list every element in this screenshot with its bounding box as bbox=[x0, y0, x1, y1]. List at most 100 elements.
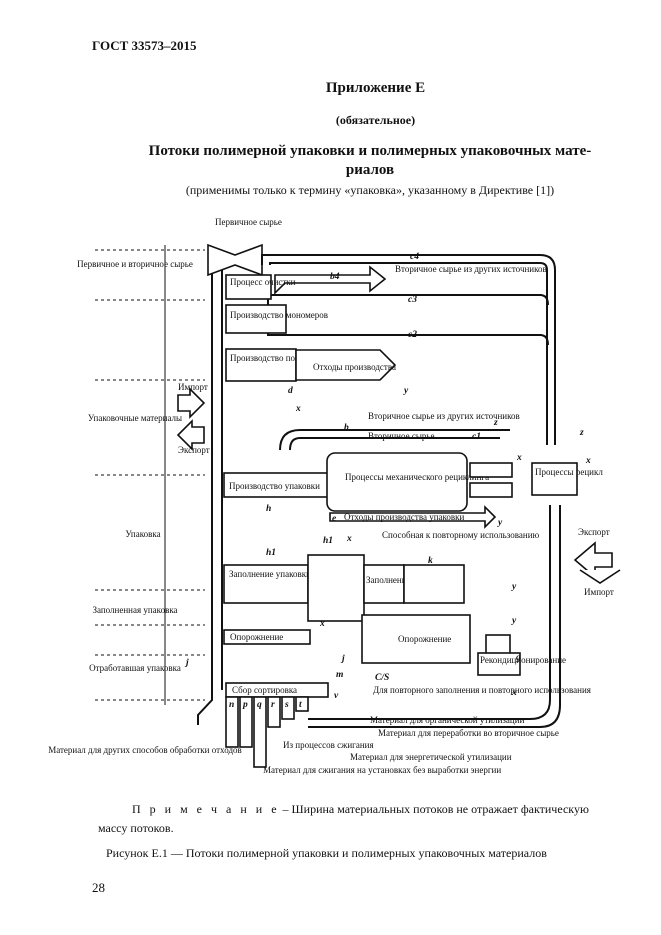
recycle-flow-bottom bbox=[469, 482, 513, 498]
scale-label-filled: Заполненная упаковка bbox=[92, 605, 177, 615]
box-recycle bbox=[531, 462, 578, 496]
label-recond: Рекондиционирование bbox=[480, 655, 566, 665]
box-pack-prod bbox=[223, 472, 331, 498]
prod-waste-arrow bbox=[329, 505, 497, 529]
label-pack-prod: Производство упаковки bbox=[229, 481, 320, 491]
letter-x-2: x bbox=[516, 453, 522, 463]
letter-p: p bbox=[242, 700, 248, 710]
label-mech: Процессы механического рециклинга bbox=[345, 472, 489, 482]
emptying-mid-box bbox=[361, 614, 471, 664]
label-monomers: Производство мономеров bbox=[230, 310, 328, 320]
letter-j-2: j bbox=[340, 654, 345, 664]
heading-line-2: риалов bbox=[345, 162, 395, 178]
box-cleaning bbox=[225, 274, 272, 300]
box-monomers bbox=[225, 304, 287, 334]
label-export-left: Экспорт bbox=[178, 445, 210, 455]
box-emptying-left bbox=[223, 629, 311, 645]
letter-r: r bbox=[271, 700, 275, 710]
letter-m: m bbox=[336, 670, 343, 680]
label-filled: Заполнение bbox=[366, 575, 411, 585]
letter-h1-a: h1 bbox=[323, 536, 333, 546]
label-collect: Сбор сортировка bbox=[232, 685, 297, 695]
heading-line-1: Потоки полимерной упаковки и полимерных … bbox=[148, 143, 592, 159]
letter-c1: c1 bbox=[472, 432, 481, 442]
note-prefix: П р и м е ч а н и е bbox=[132, 802, 280, 816]
figure-note: П р и м е ч а н и е – Ширина материальны… bbox=[98, 800, 618, 838]
label-prod-waste: Отходы производства упаковки bbox=[344, 512, 465, 522]
appendix-status: (обязательное) bbox=[335, 113, 416, 127]
filled-block bbox=[403, 564, 465, 604]
left-scale: Первичное и вторичное сырье Упаковочные … bbox=[48, 245, 242, 755]
letter-b: b bbox=[344, 423, 349, 433]
letter-q: q bbox=[257, 700, 262, 710]
import-right-arrow bbox=[579, 569, 621, 584]
label-energy: Материал для энергетической утилизации bbox=[350, 752, 512, 762]
letter-x-1: x bbox=[295, 404, 301, 414]
label-import-right: Импорт bbox=[584, 587, 614, 597]
letter-cs: C/S bbox=[375, 673, 389, 683]
letter-c2: c2 bbox=[408, 330, 417, 340]
label-refill: Для повторного заполнения и повторного и… bbox=[373, 685, 591, 695]
label-waste: Отходы производства bbox=[313, 362, 396, 372]
label-raw: Первичное сырье bbox=[215, 217, 282, 227]
box-filling bbox=[223, 564, 309, 604]
scale-label-raw: Первичное и вторичное сырье bbox=[77, 259, 193, 269]
letter-b4: b4 bbox=[330, 272, 340, 282]
label-import-left: Импорт bbox=[178, 382, 208, 392]
letter-e: e bbox=[332, 514, 337, 524]
export-left-arrow bbox=[176, 419, 205, 451]
recycle-flow-top bbox=[469, 462, 513, 478]
scale-label-packaging: Упаковка bbox=[125, 529, 160, 539]
outlet-columns bbox=[225, 696, 309, 768]
box-mech bbox=[326, 452, 468, 512]
letter-j-1: j bbox=[184, 658, 189, 668]
scale-label-used: Отработавшая упаковка bbox=[89, 663, 181, 673]
letter-g: g bbox=[515, 653, 521, 663]
letter-y-1: y bbox=[403, 386, 409, 396]
import-left-arrow bbox=[177, 387, 206, 419]
label-secondary-other-2: Вторичное сырье из других источников bbox=[368, 411, 520, 421]
letter-y-2: y bbox=[497, 518, 503, 528]
appendix-title: Приложение Е bbox=[325, 80, 426, 96]
label-export-right: Экспорт bbox=[578, 527, 610, 537]
letter-x-4: x bbox=[346, 534, 352, 544]
letter-x-3: x bbox=[585, 456, 591, 466]
letter-n: n bbox=[229, 700, 234, 710]
label-reuse: Способная к повторному использованию bbox=[382, 530, 540, 540]
figure-caption: Рисунок Е.1 — Потоки полимерной упаковки… bbox=[106, 846, 547, 860]
flow-diagram: Первичное и вторичное сырье Упаковочные … bbox=[48, 217, 621, 775]
letter-z-1: z bbox=[493, 418, 498, 428]
label-emptying-left: Опорожнение bbox=[230, 632, 283, 642]
label-emptying-mid: Опорожнение bbox=[398, 634, 451, 644]
letter-x-6: x bbox=[511, 688, 517, 698]
flow-filling-mid bbox=[307, 554, 365, 622]
letter-d: d bbox=[288, 386, 293, 396]
box-recond bbox=[477, 652, 521, 676]
letter-y-4: y bbox=[511, 616, 517, 626]
standard-header: ГОСТ 33573–2015 bbox=[92, 38, 197, 53]
label-secondary: Вторичное сырье bbox=[368, 431, 434, 441]
letter-y-3: y bbox=[511, 582, 517, 592]
label-secondary-other-1: Вторичное сырье из других источников bbox=[395, 264, 547, 274]
letter-z-2: z bbox=[579, 428, 584, 438]
letter-t: t bbox=[299, 700, 302, 710]
letter-x-5: x bbox=[319, 619, 325, 629]
letter-h1-b: h1 bbox=[266, 548, 276, 558]
letter-c3: c3 bbox=[408, 295, 417, 305]
letter-c4: c4 bbox=[410, 252, 419, 262]
letter-s: s bbox=[284, 700, 289, 710]
applicability-note: (применимы только к термину «упаковка», … bbox=[185, 183, 555, 197]
label-cleaning: Процесс очистки bbox=[230, 277, 296, 287]
label-burn-no-energy: Материал для сжигания на установках без … bbox=[263, 765, 501, 775]
box-waste bbox=[295, 349, 397, 381]
letter-h: h bbox=[266, 504, 271, 514]
label-recycle: Процессы рецикл bbox=[535, 467, 603, 477]
raw-material-arrow bbox=[207, 243, 263, 277]
scale-label-materials: Упаковочные материалы bbox=[88, 413, 182, 423]
label-incineration: Из процессов сжигания bbox=[283, 740, 374, 750]
letter-k: k bbox=[428, 556, 433, 566]
note-text: – Ширина материальных потоков не отражае… bbox=[98, 802, 589, 835]
page-number: 28 bbox=[92, 880, 105, 895]
label-to-secondary: Материал для переработки во вторичное сы… bbox=[378, 728, 559, 738]
secondary-other-arrow-1 bbox=[274, 265, 387, 295]
